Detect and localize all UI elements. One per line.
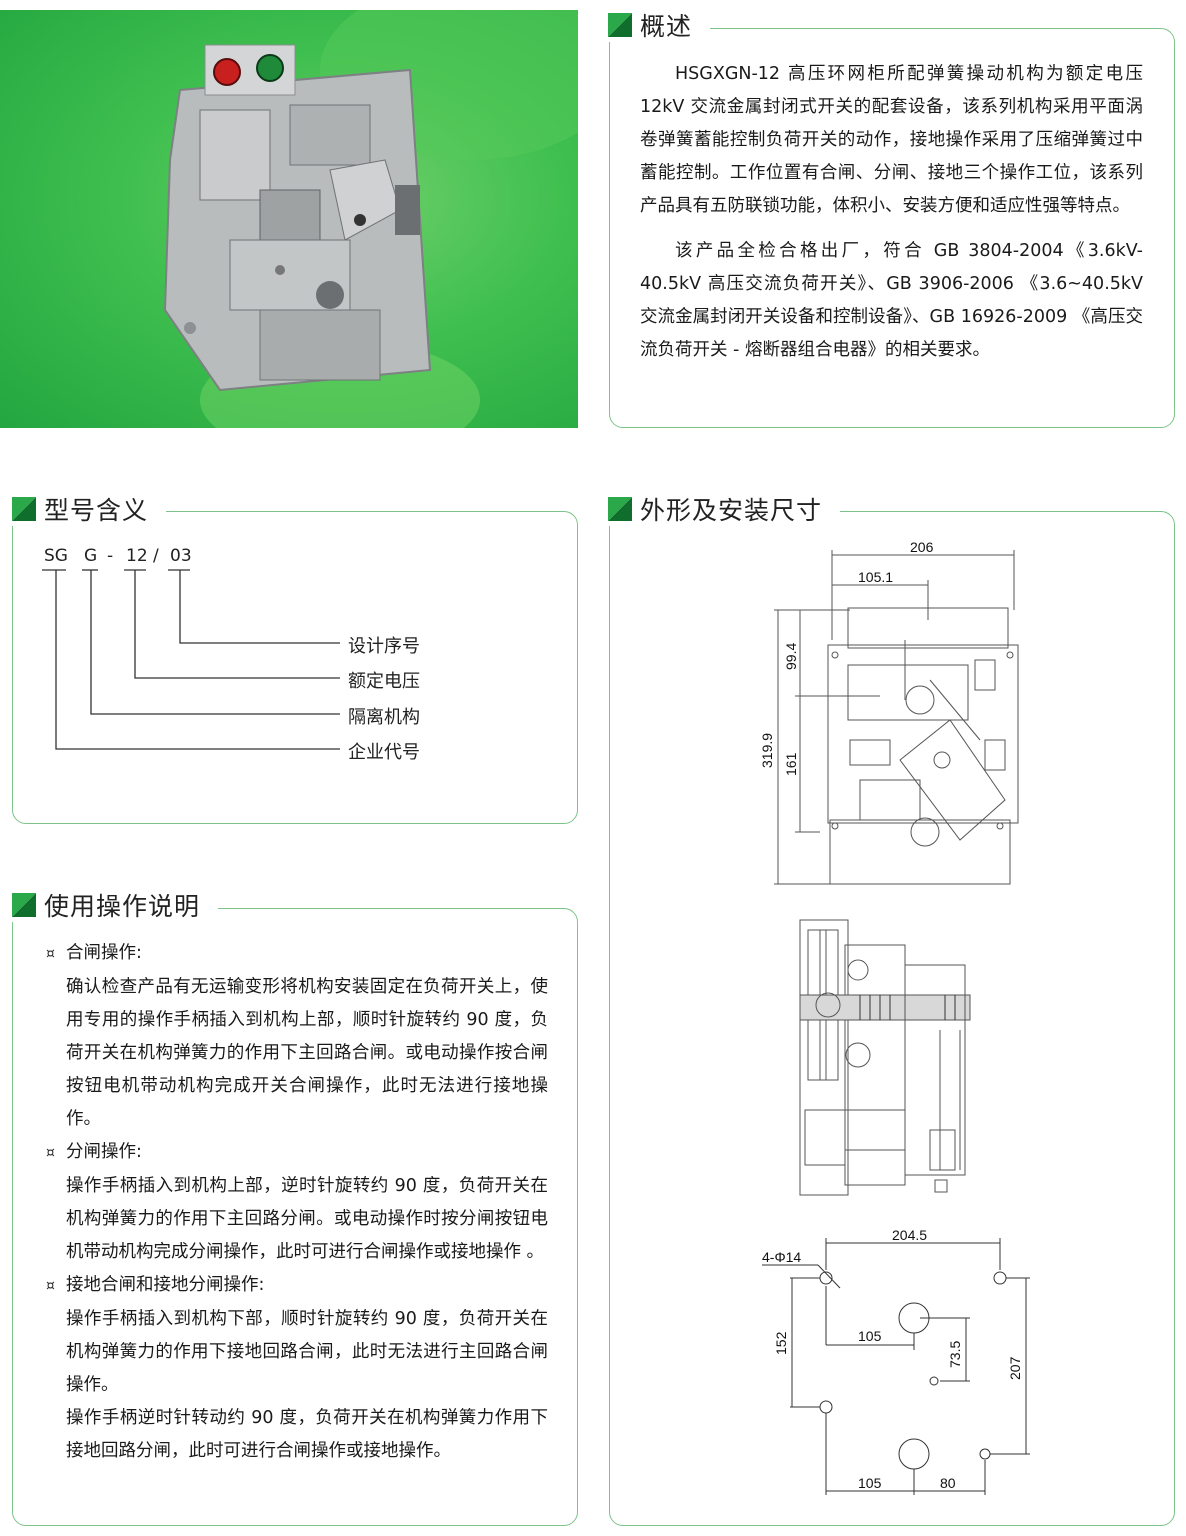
- dim-mount-holes: 4-Φ14: [762, 1249, 801, 1265]
- usage-text-open: 操作手柄插入到机构上部，逆时针旋转约 90 度，负荷开关在机构弹簧力的作用下主回…: [66, 1176, 548, 1262]
- dim-front-width: 206: [910, 539, 934, 555]
- mounting-drawing: [762, 1238, 1030, 1495]
- usage-heading-close: ¤合闸操作:: [46, 937, 548, 971]
- label-design-serial: 设计序号: [348, 636, 420, 657]
- label-company-code: 企业代号: [348, 742, 420, 763]
- model-panel: [12, 511, 578, 824]
- code-12: 12: [126, 546, 148, 566]
- section-marker-icon: [12, 497, 36, 521]
- label-rated-voltage: 额定电压: [348, 671, 420, 692]
- overview-paragraph-1: HSGXGN-12 高压环网柜所配弹簧操动机构为额定电压 12kV 交流金属封闭…: [640, 64, 1143, 216]
- usage-panel: [12, 908, 578, 1526]
- dim-mount-right-height: 207: [1007, 1356, 1023, 1380]
- usage-text-earth-open: 操作手柄逆时针转动约 90 度，负荷开关在机构弹簧力作用下接地回路分闸，此时可进…: [66, 1408, 548, 1461]
- section-title: 型号含义: [44, 496, 149, 525]
- code-g: G: [84, 546, 98, 566]
- usage-text: ¤合闸操作: 确认检查产品有无运输变形将机构安装固定在负荷开关上，使用专用的操作…: [46, 937, 548, 1468]
- section-marker-icon: [608, 497, 632, 521]
- dim-mount-bottom-left: 105: [858, 1475, 882, 1491]
- product-photo: [0, 10, 578, 428]
- section-marker-icon: [12, 893, 36, 917]
- section-title: 外形及安装尺寸: [640, 496, 823, 525]
- label-isolation-mechanism: 隔离机构: [348, 707, 420, 728]
- model-leader-lines: [42, 569, 340, 750]
- bullet-icon: ¤: [46, 1278, 55, 1294]
- side-view-drawing: [799, 919, 971, 1196]
- usage-heading-earth: ¤接地合闸和接地分闸操作:: [46, 1269, 548, 1303]
- bullet-icon: ¤: [46, 946, 55, 962]
- dim-front-bottom: 161: [783, 752, 799, 776]
- dim-mount-inner-height: 73.5: [947, 1341, 963, 1368]
- dim-mount-left-height: 152: [773, 1331, 789, 1355]
- overview-heading: 概述: [608, 8, 711, 42]
- usage-heading-open: ¤分闸操作:: [46, 1136, 548, 1170]
- section-title: 使用操作说明: [44, 892, 201, 921]
- model-heading: 型号含义: [12, 492, 167, 526]
- code-03: 03: [170, 546, 192, 566]
- dimensions-panel: [609, 511, 1175, 1526]
- dim-mount-inner-width: 105: [858, 1328, 882, 1344]
- usage-text-close: 确认检查产品有无运输变形将机构安装固定在负荷开关上，使用专用的操作手柄插入到机构…: [66, 977, 548, 1129]
- usage-text-earth-close: 操作手柄插入到机构下部，顺时针旋转约 90 度，负荷开关在机构弹簧力的作用下接地…: [66, 1309, 548, 1395]
- dim-front-height: 319.9: [759, 733, 775, 768]
- dim-mount-bottom-right: 80: [940, 1475, 956, 1491]
- dim-mount-width: 204.5: [892, 1227, 927, 1243]
- overview-panel: [609, 28, 1175, 428]
- code-sg: SG: [44, 546, 68, 566]
- usage-heading: 使用操作说明: [12, 888, 219, 922]
- section-title: 概述: [640, 12, 693, 41]
- section-marker-icon: [608, 13, 632, 37]
- dim-front-half: 105.1: [858, 569, 893, 585]
- bullet-icon: ¤: [46, 1145, 55, 1161]
- overview-paragraph-2: 该产品全检合格出厂，符合 GB 3804-2004《3.6kV-40.5kV 高…: [640, 241, 1143, 360]
- dimensions-heading: 外形及安装尺寸: [608, 492, 841, 526]
- code-slash: /: [153, 546, 159, 566]
- front-view-drawing: [774, 550, 1019, 885]
- dim-front-top: 99.4: [783, 643, 799, 670]
- overview-text: HSGXGN-12 高压环网柜所配弹簧操动机构为额定电压 12kV 交流金属封闭…: [640, 58, 1143, 367]
- code-dash: -: [107, 546, 114, 566]
